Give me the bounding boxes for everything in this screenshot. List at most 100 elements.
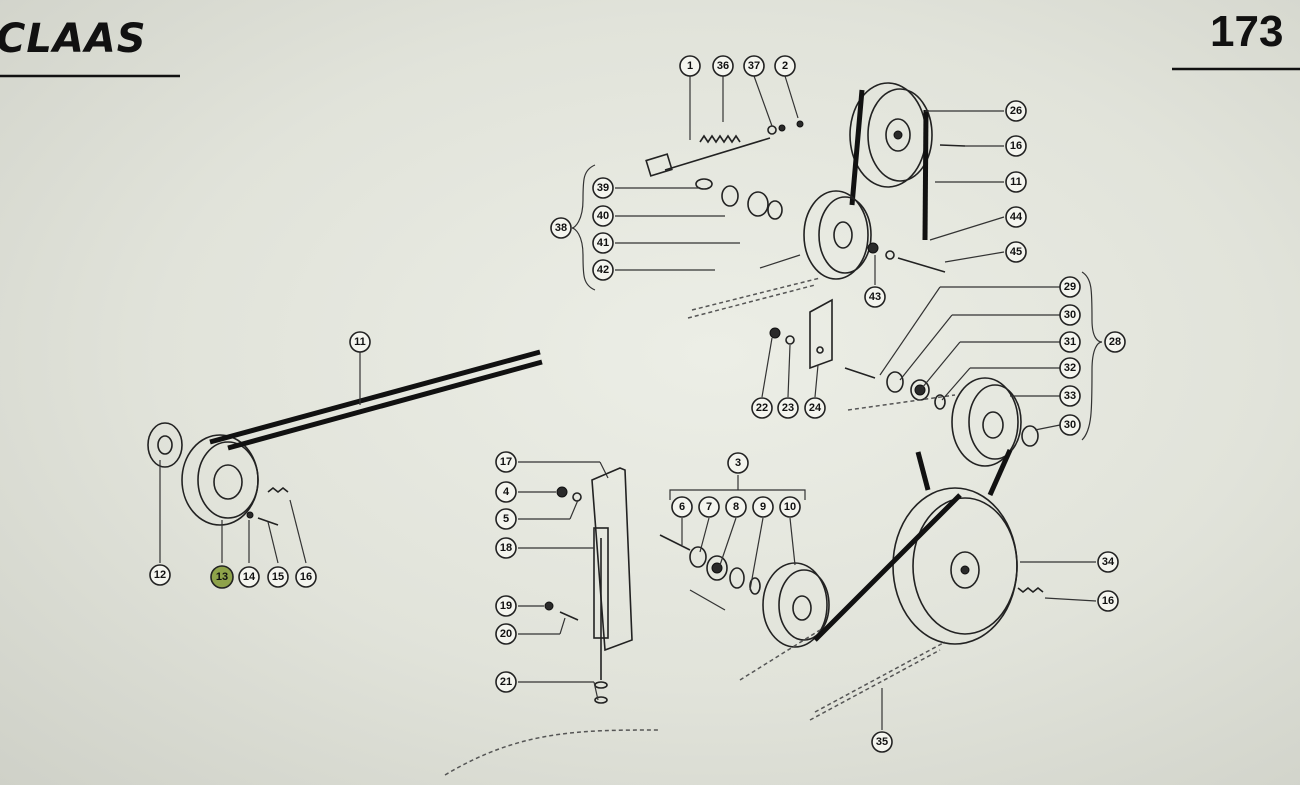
callout-37: 37 (743, 55, 765, 77)
callout-1: 1 (679, 55, 701, 77)
svg-text:32: 32 (1064, 362, 1076, 374)
callout-9: 9 (752, 496, 774, 518)
tension-arm (544, 467, 633, 704)
callout-28: 28 (1104, 331, 1126, 353)
svg-text:40: 40 (597, 210, 609, 222)
svg-text:45: 45 (1010, 246, 1022, 258)
svg-text:13: 13 (216, 571, 228, 583)
svg-text:3: 3 (735, 457, 741, 469)
page-number: 173 (1210, 7, 1283, 56)
svg-text:2: 2 (782, 60, 788, 72)
svg-text:4: 4 (503, 486, 510, 498)
callout-36: 36 (712, 55, 734, 77)
callout-18: 18 (495, 537, 517, 559)
callout-6: 6 (671, 496, 693, 518)
svg-text:34: 34 (1102, 556, 1115, 568)
callout-11-upper: 11 (1005, 171, 1027, 193)
svg-text:23: 23 (782, 402, 794, 414)
svg-text:43: 43 (869, 291, 881, 303)
svg-text:29: 29 (1064, 281, 1076, 293)
leader-lines (159, 75, 1103, 730)
callout-40: 40 (592, 205, 614, 227)
svg-text:30: 30 (1064, 309, 1076, 321)
callout-16-lower: 16 (1097, 590, 1119, 612)
svg-text:16: 16 (300, 571, 312, 583)
callout-4: 4 (495, 481, 517, 503)
svg-text:21: 21 (500, 676, 512, 688)
callout-16-upper: 16 (1005, 135, 1027, 157)
callout-24: 24 (804, 397, 826, 419)
callout-26: 26 (1005, 100, 1027, 122)
callout-30-lower: 30 (1059, 414, 1081, 436)
svg-text:10: 10 (784, 501, 796, 513)
svg-text:11: 11 (1010, 176, 1022, 188)
svg-text:16: 16 (1010, 140, 1022, 152)
callout-7: 7 (698, 496, 720, 518)
callout-38: 38 (550, 217, 572, 239)
upper-double-pulley (849, 82, 933, 188)
svg-text:14: 14 (243, 571, 256, 583)
svg-text:7: 7 (706, 501, 712, 513)
mid-bracket (769, 298, 946, 410)
brand-logo: CLAAS (0, 16, 147, 62)
callout-23: 23 (777, 397, 799, 419)
callout-20: 20 (495, 623, 517, 645)
callout-8: 8 (725, 496, 747, 518)
callout-39: 39 (592, 177, 614, 199)
svg-text:8: 8 (733, 501, 739, 513)
svg-text:39: 39 (597, 182, 609, 194)
svg-text:9: 9 (760, 501, 766, 513)
svg-text:22: 22 (756, 402, 768, 414)
svg-text:36: 36 (717, 60, 729, 72)
callout-43: 43 (864, 286, 886, 308)
svg-text:19: 19 (500, 600, 512, 612)
callout-31: 31 (1059, 331, 1081, 353)
svg-text:17: 17 (500, 456, 512, 468)
svg-text:30: 30 (1064, 419, 1076, 431)
callout-3: 3 (727, 452, 749, 474)
svg-text:38: 38 (555, 222, 567, 234)
callout-15: 15 (267, 566, 289, 588)
svg-text:20: 20 (500, 628, 512, 640)
drawing (147, 82, 1044, 776)
svg-text:12: 12 (154, 569, 166, 581)
callout-16-left: 16 (295, 566, 317, 588)
callout-10: 10 (779, 496, 801, 518)
svg-text:37: 37 (748, 60, 760, 72)
callout-2: 2 (774, 55, 796, 77)
callout-34: 34 (1097, 551, 1119, 573)
svg-text:15: 15 (272, 571, 284, 583)
callout-21: 21 (495, 671, 517, 693)
left-pulley-assembly (147, 422, 289, 526)
large-drive-pulley (892, 487, 1044, 645)
svg-text:26: 26 (1010, 105, 1022, 117)
callout-19: 19 (495, 595, 517, 617)
svg-text:18: 18 (500, 542, 512, 554)
callout-44: 44 (1005, 206, 1027, 228)
callout-17: 17 (495, 451, 517, 473)
idler-pulley (659, 534, 830, 648)
callout-42: 42 (592, 259, 614, 281)
svg-text:35: 35 (876, 736, 888, 748)
upper-small-pulley (803, 144, 966, 280)
callout-12: 12 (149, 564, 171, 586)
svg-text:42: 42 (597, 264, 609, 276)
callout-33: 33 (1059, 385, 1081, 407)
callout-35: 35 (871, 731, 893, 753)
callouts: 1 36 37 2 26 16 11 44 45 38 39 40 41 42 … (149, 55, 1126, 753)
callout-29: 29 (1059, 276, 1081, 298)
callout-41: 41 (592, 232, 614, 254)
callout-30-upper: 30 (1059, 304, 1081, 326)
callout-14: 14 (238, 566, 260, 588)
callout-5: 5 (495, 508, 517, 530)
svg-text:1: 1 (687, 60, 693, 72)
callout-45: 45 (1005, 241, 1027, 263)
callout-22: 22 (751, 397, 773, 419)
callout-13: 13 (210, 565, 234, 589)
right-middle-pulley (951, 377, 1039, 467)
svg-text:6: 6 (679, 501, 685, 513)
svg-text:24: 24 (809, 402, 822, 414)
svg-text:5: 5 (503, 513, 509, 525)
callout-32: 32 (1059, 357, 1081, 379)
